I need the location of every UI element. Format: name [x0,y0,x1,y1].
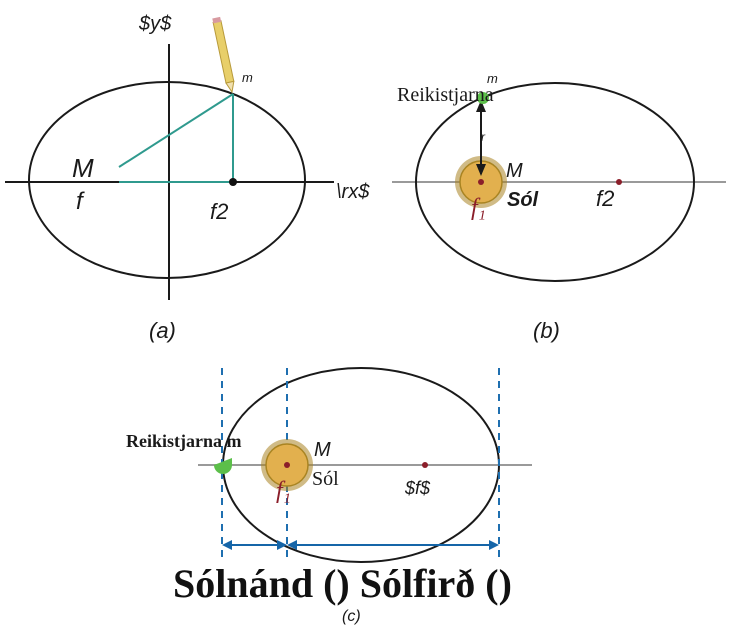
caption-c: (c) [342,608,361,625]
M-label-a: M [72,153,94,183]
M-label-b: M [506,160,523,182]
sun-icon [261,439,313,491]
sun-label-c: Sól [312,468,339,490]
focus-point-a [229,178,237,186]
perihelion-aphelion-label: Sólnánd () Sólfirð () [173,561,512,606]
f2-label-a: f2 [210,199,228,224]
aphelion-arrow-right [489,540,499,550]
x-axis-label: \rx$ [336,181,370,203]
radius-arrow-up [476,100,486,112]
M-label-c: M [314,439,331,461]
planet-label-c: Reikistjarna m [126,431,242,451]
f1-label-b: f₁ [471,195,486,221]
mass-label-a: m [242,70,253,85]
panel-b: m Reikistjarna r M Sól f₁ f2 (b) [392,71,726,343]
caption-a: (a) [149,318,176,343]
y-axis-label: $y$ [138,13,172,35]
panel-c: Reikistjarna m M Sól f₁ $f$ Sólnánd () S… [126,367,532,625]
perihelion-arrow-left [222,540,232,550]
sun-label-b: Sól [507,189,539,211]
mass-label-b: m [487,71,498,86]
radius-arrow-down [476,164,486,176]
focus-point-f2-b [616,179,622,185]
focus-point-f-c [422,462,428,468]
perihelion-arrow-right [277,540,287,550]
pencil-icon [212,16,235,94]
focus-to-mass-line [118,93,234,168]
f2-label-b: f2 [596,186,614,211]
orbit-ellipse-b [415,82,695,282]
planet-icon [477,92,489,104]
aphelion-arrow-left [287,540,297,550]
planet-label-b: Reikistjarna [397,84,494,106]
orbit-ellipse-a [28,81,306,279]
r-label-b: r [481,130,486,144]
caption-b: (b) [533,318,560,343]
planet-icon [214,458,232,474]
f1-label-c: f₁ [276,478,291,504]
f-label-c: $f$ [404,478,431,498]
sun-icon [455,156,507,208]
panel-a: $y$ \rx$ m M f f2 (a) [5,13,370,343]
f-label-a: f [76,188,85,215]
